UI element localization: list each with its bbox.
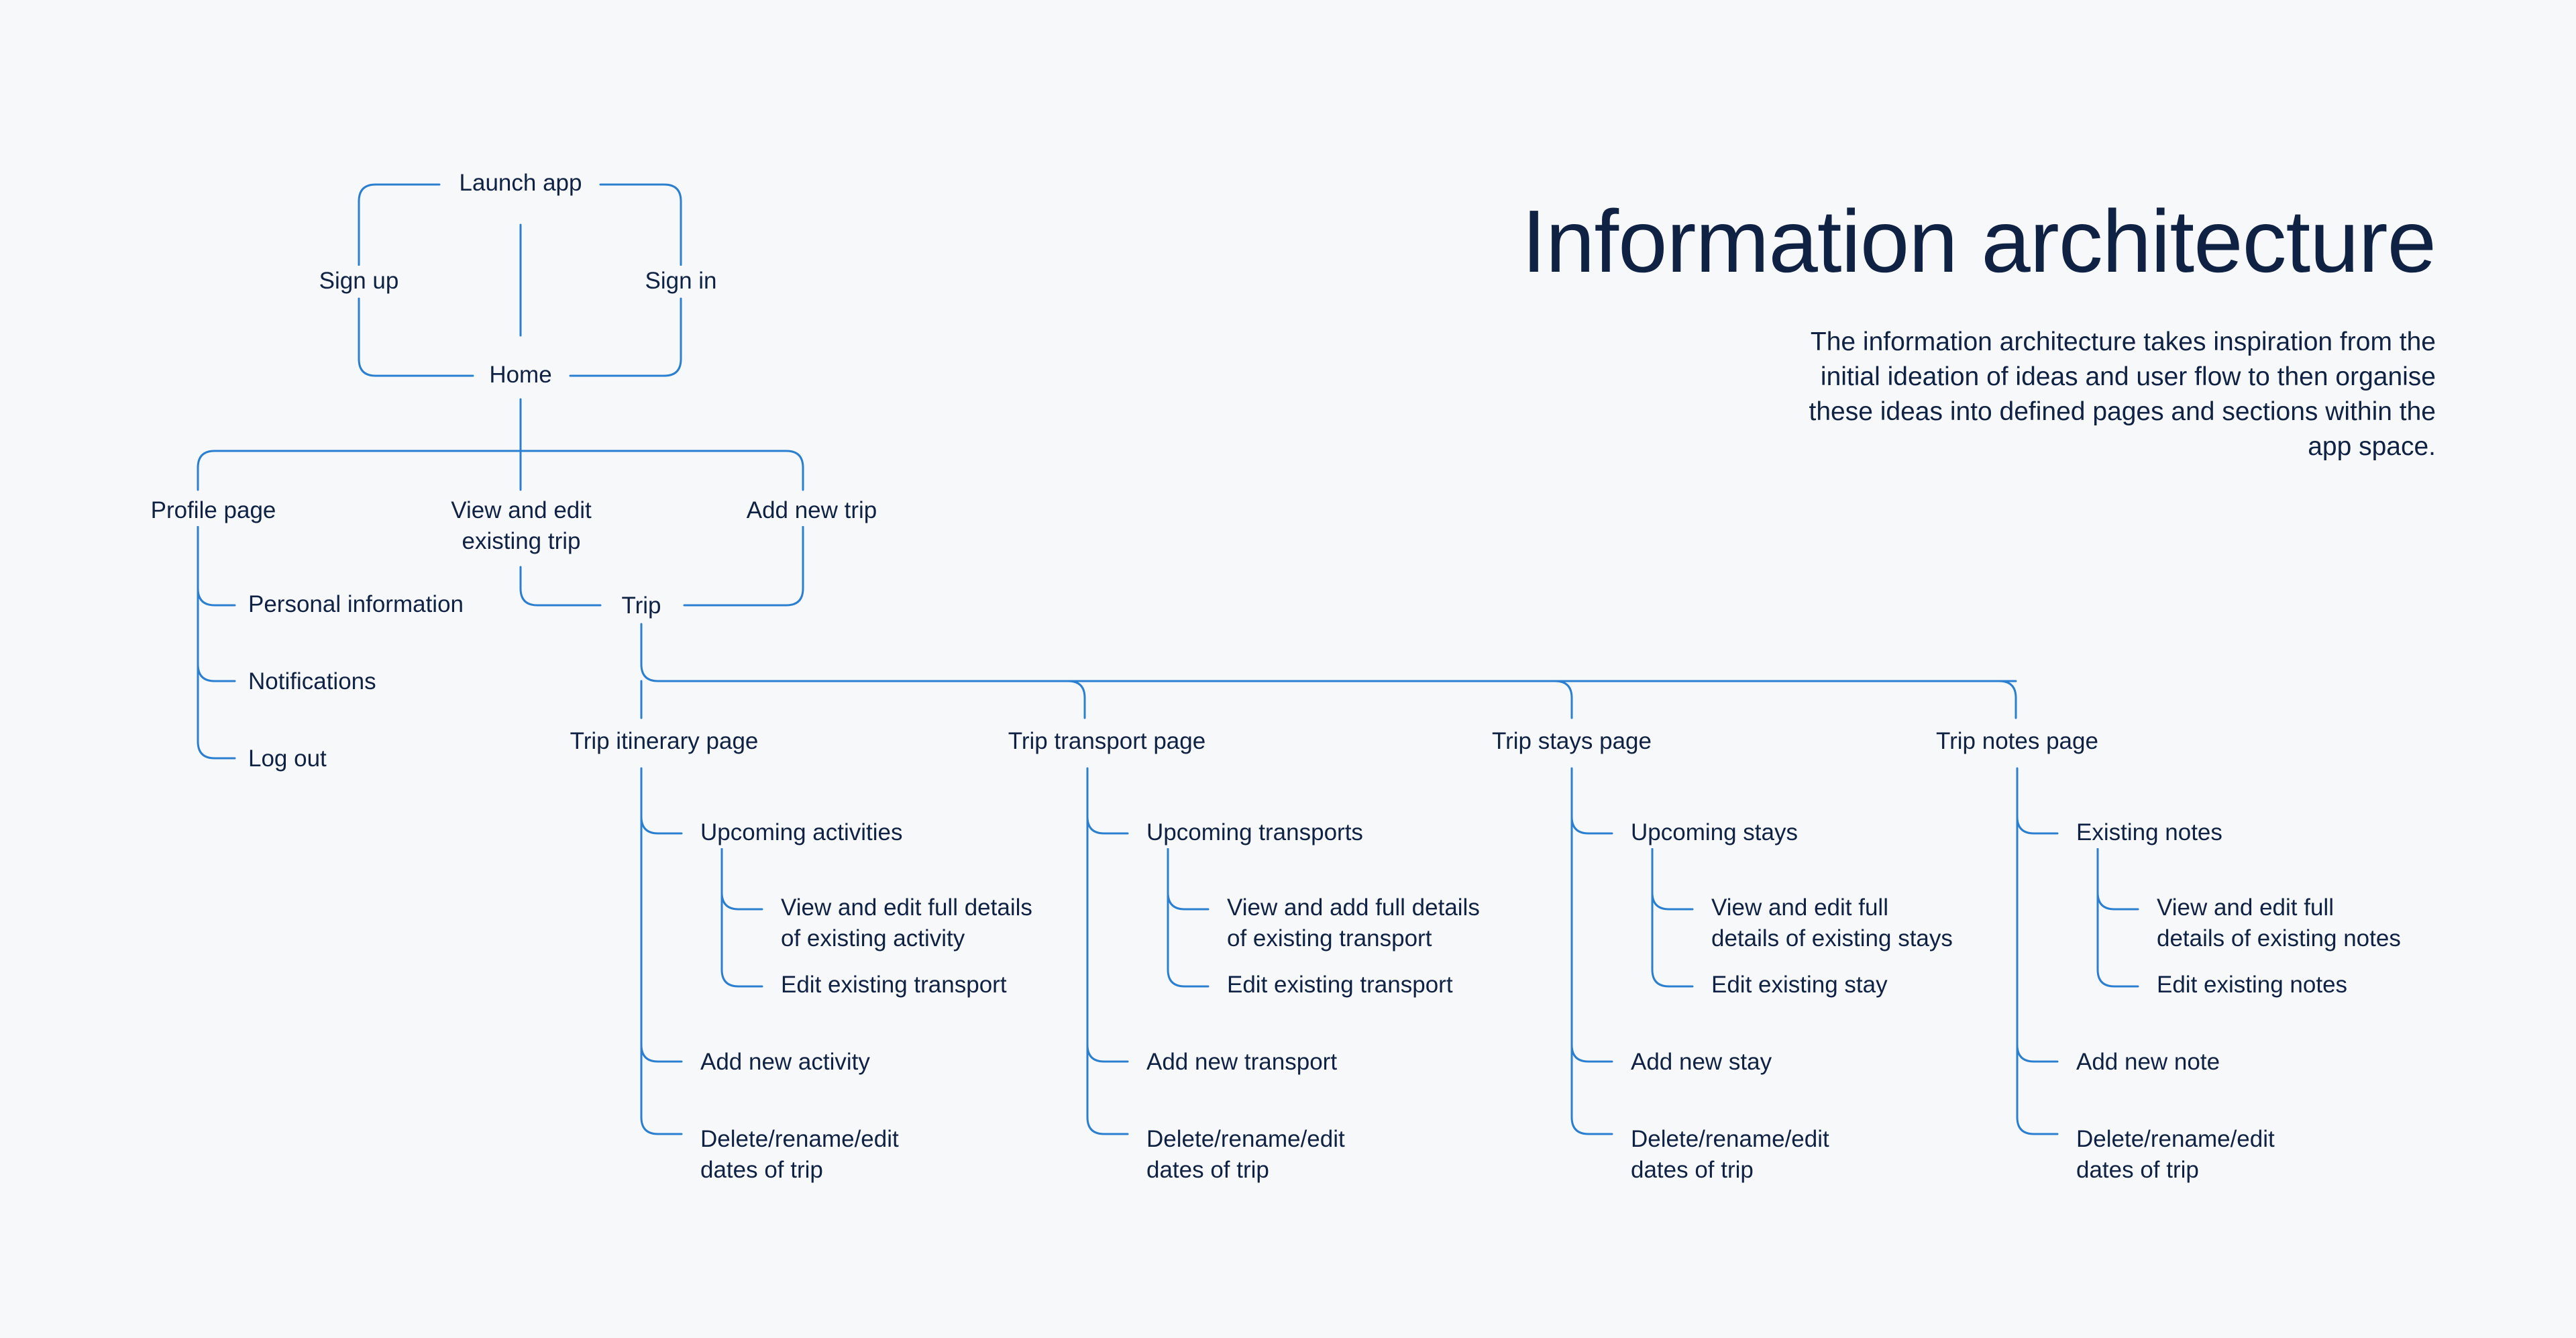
section-stays-trunk [1570,767,1613,1135]
connector-home-branch [213,450,804,491]
connector-launch-right [599,183,682,266]
section-itinerary-delete-rename: Delete/rename/edit dates of trip [700,1124,899,1186]
section-stays-page: Trip stays page [1492,726,1652,757]
section-stays-branch-add [1570,1043,1613,1063]
section-transport-view-details: View and add full details of existing tr… [1227,892,1480,954]
connector-profile-children [197,525,236,760]
node-add-new-trip: Add new trip [746,495,877,526]
node-launch-app: Launch app [459,168,582,199]
node-notifications: Notifications [248,666,376,697]
section-itinerary-branch-upcoming [640,815,683,835]
section-transport-branch-view [1167,891,1210,911]
connector-addtrip-trip [683,525,804,607]
section-itinerary-trunk [640,767,683,1135]
section-itinerary-page: Trip itinerary page [570,726,759,757]
section-notes-branch-upcoming [2016,815,2059,835]
section-stays-delete-rename: Delete/rename/edit dates of trip [1631,1124,1829,1186]
node-profile-page: Profile page [150,495,276,526]
section-stays-add-new: Add new stay [1631,1047,1772,1078]
section-transport-add-new: Add new transport [1146,1047,1338,1078]
node-sign-in: Sign in [645,266,717,297]
section-itinerary-view-details: View and edit full details of existing a… [781,892,1032,954]
connector-launch-left [358,183,441,266]
connector-viewedit-trip [519,566,602,607]
section-transport-delete-rename: Delete/rename/edit dates of trip [1146,1124,1345,1186]
connector-notifications [197,663,236,682]
node-view-edit-trip: View and edit existing trip [451,495,592,557]
section-transport-branch-add [1086,1043,1129,1063]
connector-profile-branch [197,450,216,491]
page-title: Information architecture [1521,192,2436,291]
section-itinerary-sub-trunk [720,847,763,988]
section-notes-branch-add [2016,1043,2059,1063]
connector-trip-down [640,623,2017,682]
connector-branch-transport [1067,680,1086,719]
section-itinerary-edit-existing: Edit existing transport [781,970,1007,1000]
section-stays-view-details: View and edit full details of existing s… [1711,892,1953,954]
section-stays-sub-trunk [1651,847,1694,988]
section-notes-trunk [2016,767,2059,1135]
section-transport-page: Trip transport page [1008,726,1206,757]
node-sign-up: Sign up [319,266,399,297]
node-personal-information: Personal information [248,589,464,620]
section-stays-branch-view [1651,891,1694,911]
section-notes-branch-view [2096,891,2139,911]
section-transport-upcoming: Upcoming transports [1146,817,1363,848]
section-itinerary-branch-add [640,1043,683,1063]
section-transport-edit-existing: Edit existing transport [1227,970,1453,1000]
page-description: The information architecture takes inspi… [1809,327,2436,461]
node-trip: Trip [621,590,661,621]
section-notes-add-new: Add new note [2076,1047,2220,1078]
section-stays-branch-upcoming [1570,815,1613,835]
section-notes-upcoming: Existing notes [2076,817,2222,848]
connector-branch-notes [1998,680,2017,719]
section-notes-view-details: View and edit full details of existing n… [2157,892,2401,954]
node-home: Home [489,360,552,391]
section-transport-sub-trunk [1167,847,1210,988]
section-notes-delete-rename: Delete/rename/edit dates of trip [2076,1124,2275,1186]
section-itinerary-upcoming: Upcoming activities [700,817,903,848]
section-itinerary-branch-view [720,891,763,911]
section-notes-sub-trunk [2096,847,2139,988]
section-transport-branch-upcoming [1086,815,1129,835]
node-log-out: Log out [248,743,327,774]
section-stays-edit-existing: Edit existing stay [1711,970,1888,1000]
connector-signup-home [358,297,474,377]
section-transport-trunk [1086,767,1129,1135]
connector-signin-home [569,297,682,377]
section-notes-edit-existing: Edit existing notes [2157,970,2348,1000]
section-stays-upcoming: Upcoming stays [1631,817,1798,848]
section-itinerary-add-new: Add new activity [700,1047,870,1078]
section-notes-page: Trip notes page [1936,726,2098,757]
connector-personal [197,587,236,607]
connector-branch-stays [1554,680,1573,719]
